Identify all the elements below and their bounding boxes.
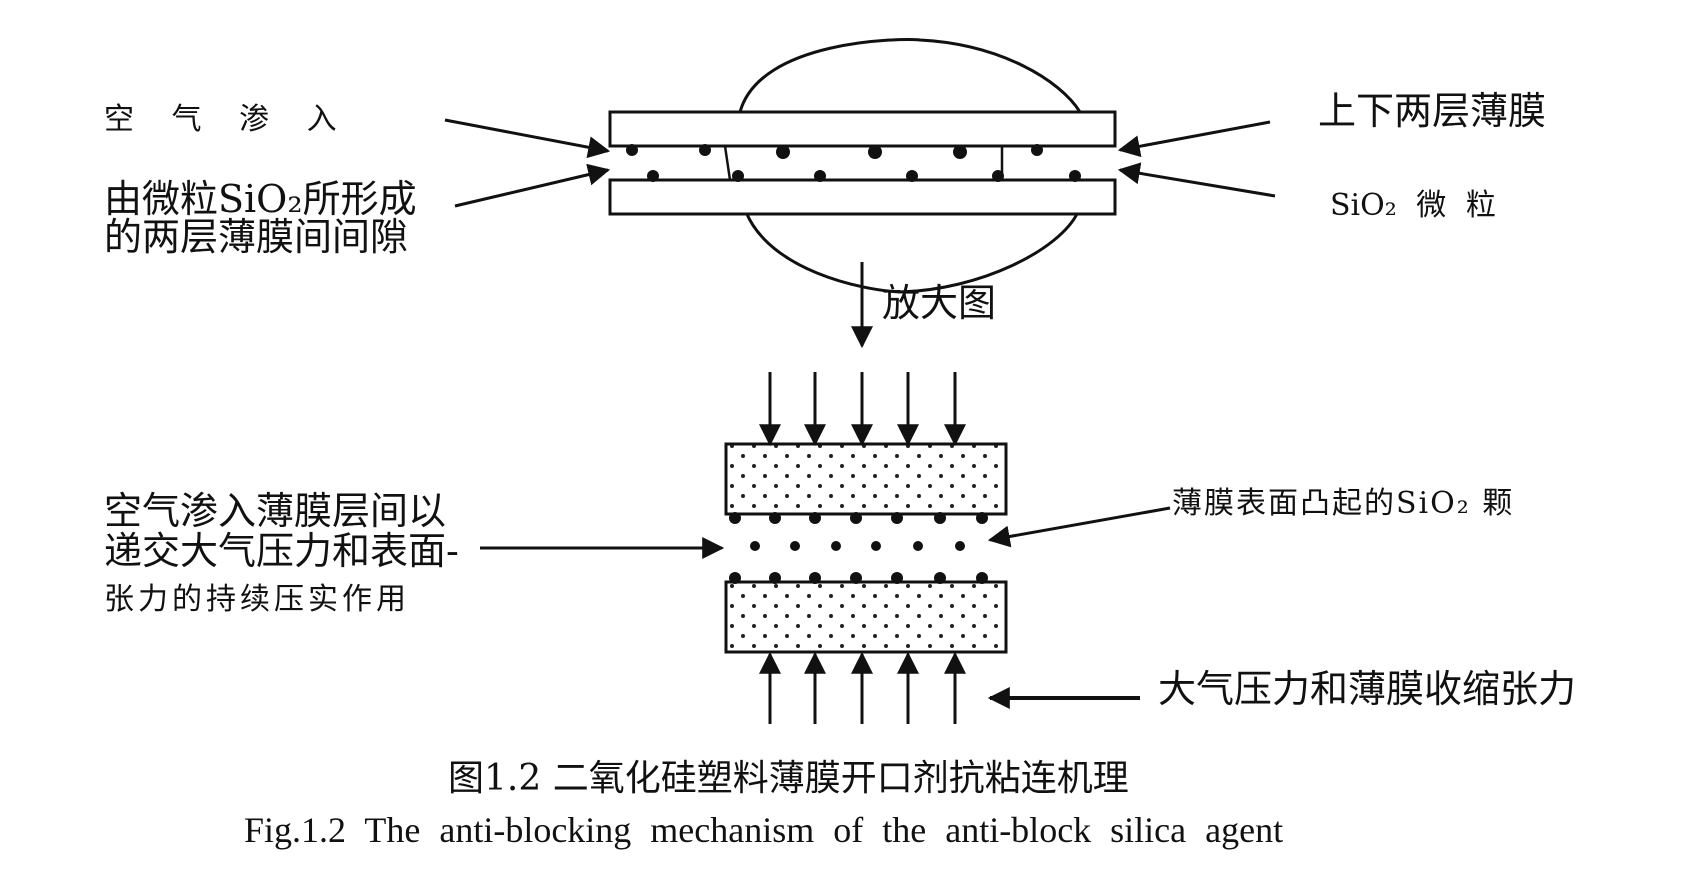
label-air-explain-line2: 递交大气压力和表面- — [104, 529, 459, 573]
caption-chinese: 图1.2 二氧化硅塑料薄膜开口剂抗粘连机理 — [448, 758, 1129, 799]
label-magnified: 放大图 — [882, 281, 997, 325]
upper-film — [608, 110, 1117, 148]
surface-sio2-bumps — [729, 512, 988, 584]
caption-english: Fig.1.2 The anti-blocking mechanism of t… — [244, 810, 1284, 850]
downward-pressure-arrows — [759, 372, 966, 447]
upward-pressure-arrows — [759, 651, 966, 724]
gap-arrow — [454, 163, 611, 208]
air-bubble — [723, 38, 1082, 294]
label-air-in: 空 气 渗 入 — [104, 102, 351, 137]
top-sio2-particles — [626, 144, 1081, 182]
air-in-arrow — [444, 118, 611, 159]
magnified-upper-film — [724, 442, 1008, 516]
label-surface-particles: 薄膜表面凸起的SiO₂ 颗 — [1172, 486, 1515, 521]
label-pressure-tension: 大气压力和薄膜收缩张力 — [1158, 667, 1577, 711]
label-air-explain-line3: 张力的持续压实作用 — [104, 582, 410, 617]
label-air-explain-line1: 空气渗入薄膜层间以 — [104, 489, 447, 533]
sio2-particles-arrow — [1117, 162, 1276, 198]
label-sio2-particles: SiO₂ 微 粒 — [1330, 188, 1496, 223]
bubble-edge-left — [723, 145, 732, 181]
lower-film — [608, 178, 1117, 216]
gap-air-particles — [750, 541, 965, 551]
label-gap-line2: 的两层薄膜间间隙 — [104, 215, 409, 259]
label-two-films: 上下两层薄膜 — [1318, 89, 1547, 133]
magnified-lower-film — [724, 580, 1008, 654]
surface-particles-arrow — [987, 506, 1171, 548]
two-films-arrow — [1117, 120, 1271, 158]
label-gap-line1: 由微粒SiO₂所形成 — [104, 177, 417, 221]
